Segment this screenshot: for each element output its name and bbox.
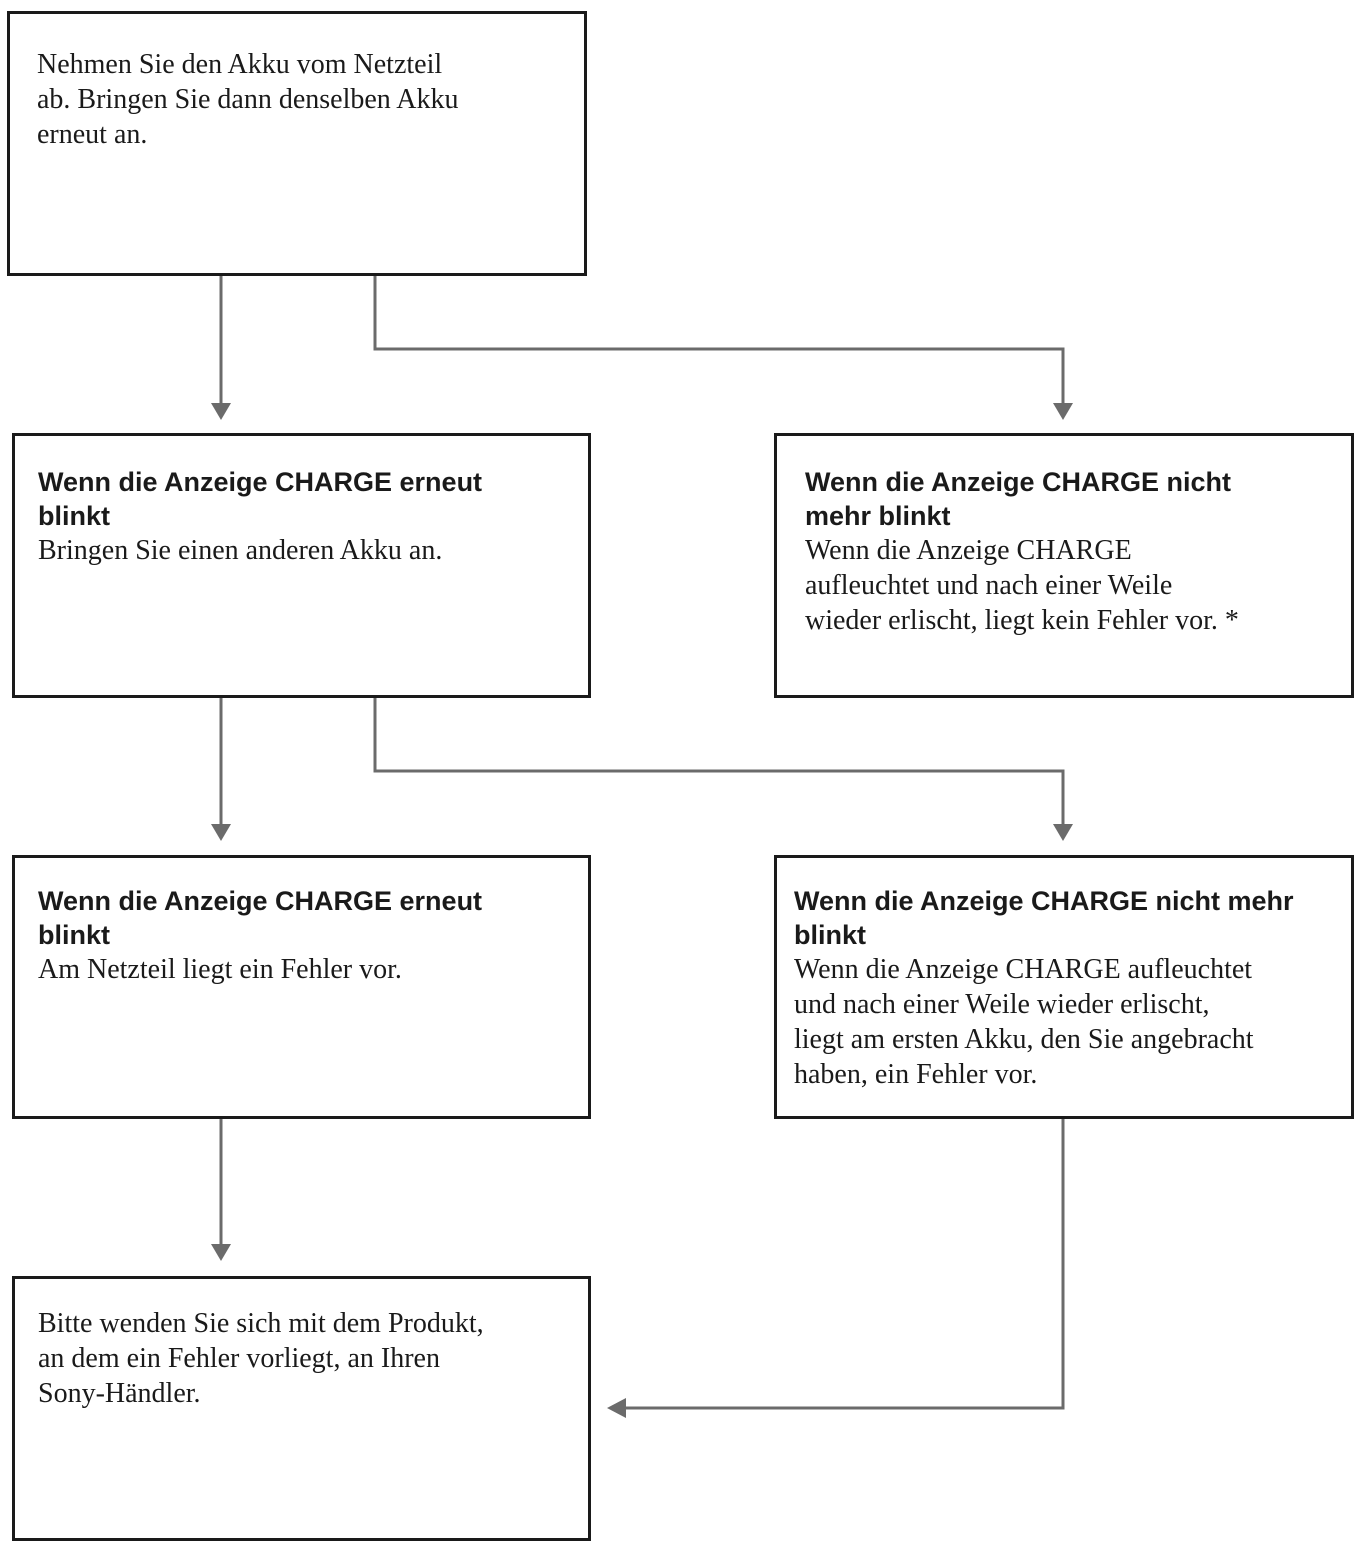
step-start: Nehmen Sie den Akku vom Netzteil ab. Bri…	[7, 11, 587, 276]
step-charge-stops-blinking-2-heading: Wenn die Anzeige CHARGE nicht mehr blink…	[794, 886, 1294, 950]
step-charge-stops-blinking-1-heading: Wenn die Anzeige CHARGE nicht mehr blink…	[805, 467, 1232, 531]
step-charge-blinks-again-2-heading: Wenn die Anzeige CHARGE erneut blinkt	[38, 886, 483, 950]
step-contact-dealer: Bitte wenden Sie sich mit dem Produkt, a…	[12, 1276, 591, 1541]
step-charge-stops-blinking-2: Wenn die Anzeige CHARGE nicht mehr blink…	[774, 855, 1354, 1119]
step-charge-blinks-again-2: Wenn die Anzeige CHARGE erneut blinkt Am…	[12, 855, 591, 1119]
step-charge-stops-blinking-2-text: Wenn die Anzeige CHARGE aufleuchtet und …	[794, 954, 1254, 1090]
connector-start-to-right-1	[373, 276, 1065, 405]
step-charge-stops-blinking-1: Wenn die Anzeige CHARGE nicht mehr blink…	[774, 433, 1354, 698]
arrowhead-down-icon	[1053, 824, 1073, 841]
step-charge-blinks-again-1-text: Bringen Sie einen anderen Akku an.	[38, 535, 443, 566]
arrowhead-down-icon	[1053, 403, 1073, 420]
arrowhead-left-icon	[607, 1398, 626, 1418]
step-charge-blinks-again-1: Wenn die Anzeige CHARGE erneut blinkt Br…	[12, 433, 591, 698]
connector-left-1-to-right-2	[373, 698, 1065, 826]
step-contact-dealer-text: Bitte wenden Sie sich mit dem Produkt, a…	[38, 1308, 484, 1409]
arrowhead-down-icon	[211, 824, 231, 841]
step-charge-stops-blinking-1-text: Wenn die Anzeige CHARGE aufleuchtet und …	[805, 535, 1239, 636]
step-charge-blinks-again-2-text: Am Netzteil liegt ein Fehler vor.	[38, 954, 402, 985]
step-charge-blinks-again-1-heading: Wenn die Anzeige CHARGE erneut blinkt	[38, 467, 483, 531]
arrowhead-down-icon	[211, 1244, 231, 1261]
step-start-text: Nehmen Sie den Akku vom Netzteil ab. Bri…	[37, 49, 459, 150]
connector-right-2-to-end	[624, 1119, 1065, 1410]
arrowhead-down-icon	[211, 403, 231, 420]
